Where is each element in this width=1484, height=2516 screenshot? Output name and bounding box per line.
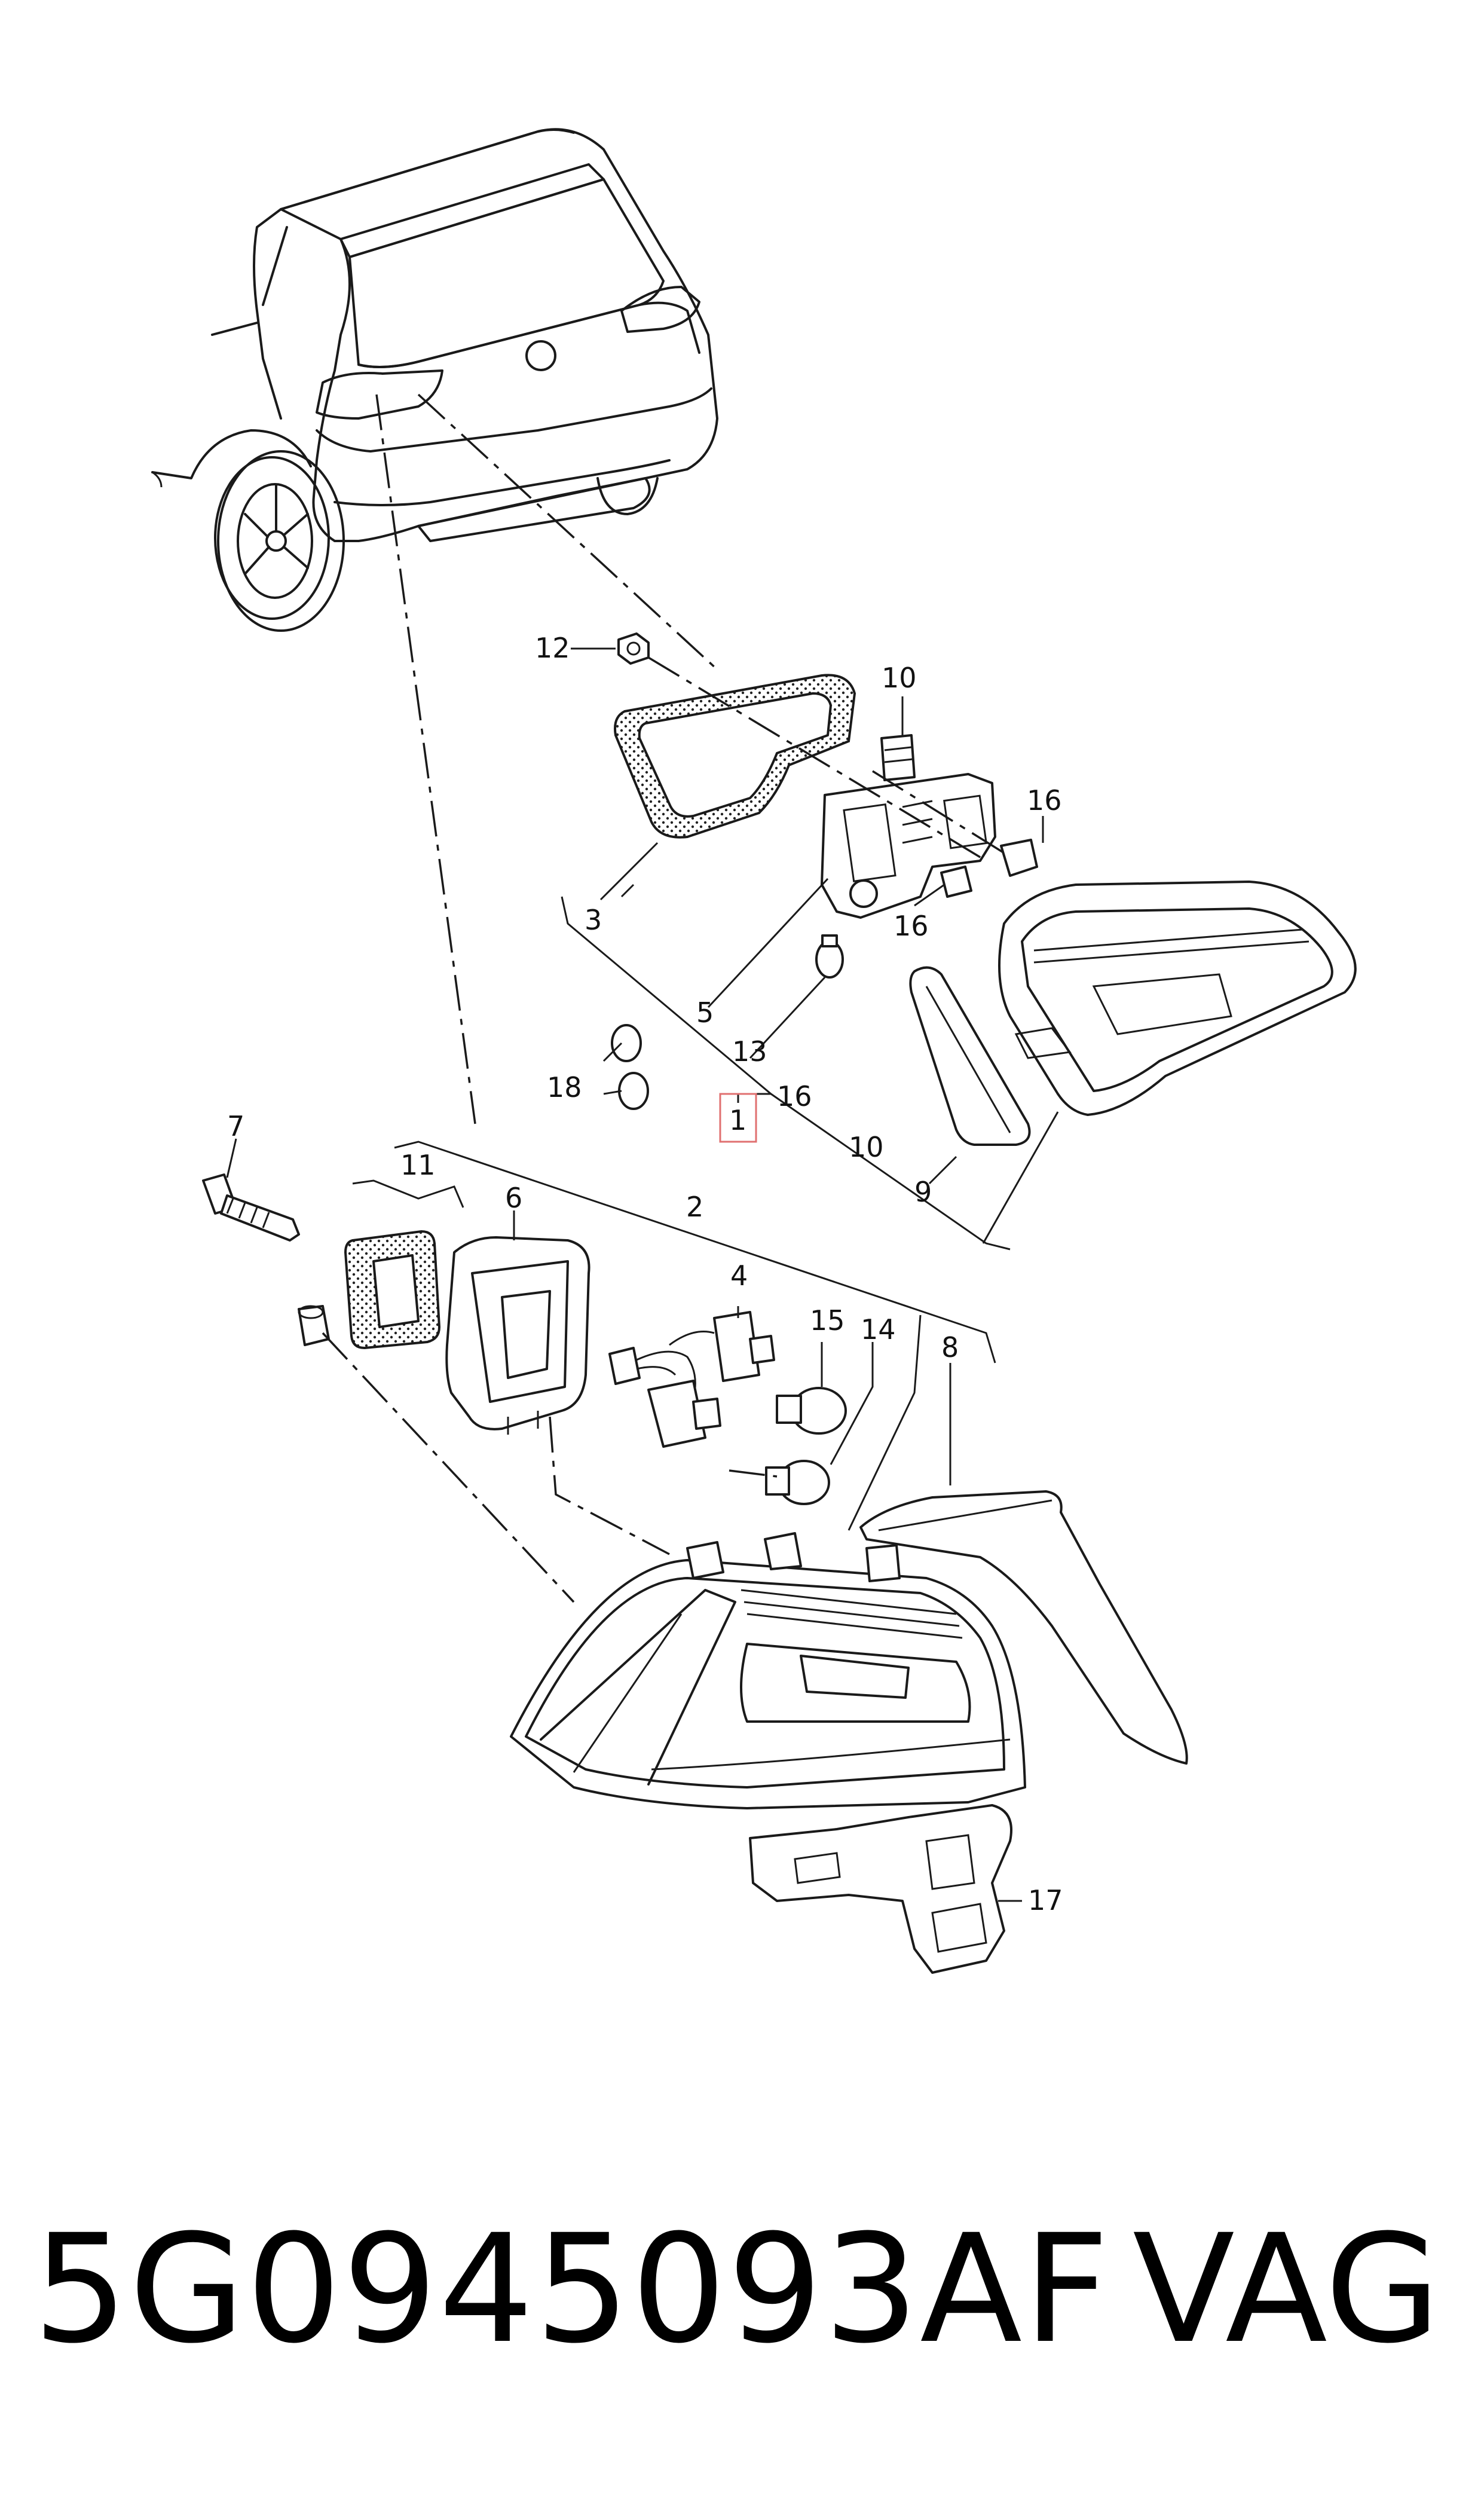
callout-12: 12 bbox=[535, 632, 570, 664]
part-13-bulb bbox=[815, 934, 844, 979]
grommet bbox=[298, 1305, 330, 1346]
callout-11: 11 bbox=[400, 1149, 436, 1181]
car-rear-view bbox=[151, 128, 718, 632]
callout-3: 3 bbox=[585, 904, 602, 936]
callout-10-top: 10 bbox=[882, 662, 917, 694]
callout-2: 2 bbox=[686, 1191, 703, 1223]
part-18-caps bbox=[611, 1024, 649, 1110]
callout-4: 4 bbox=[730, 1259, 748, 1292]
part-6-seal-frame bbox=[445, 1236, 590, 1435]
brand-name: VAG bbox=[1133, 2202, 1441, 2376]
callout-13: 13 bbox=[732, 1035, 767, 1068]
callout-18: 18 bbox=[547, 1071, 582, 1103]
exploded-parts-diagram: 1 2 3 4 5 6 7 8 9 10 10 11 12 13 14 15 1… bbox=[151, 128, 1357, 1974]
part-number: 5G0945093AF bbox=[33, 2202, 1111, 2376]
callout-16-top: 16 bbox=[1027, 784, 1062, 817]
callout-5: 5 bbox=[696, 996, 714, 1029]
callout-14: 14 bbox=[861, 1313, 896, 1346]
part-9-reflector bbox=[909, 966, 1031, 1146]
leader-lines bbox=[226, 647, 1044, 1902]
callout-10-bottom: 10 bbox=[849, 1131, 884, 1163]
construction-lines bbox=[322, 393, 1008, 1603]
part-12-nut bbox=[617, 632, 650, 665]
part-17-bracket bbox=[749, 1804, 1012, 1974]
left-wheel bbox=[214, 450, 345, 632]
part-16-bulbs bbox=[940, 839, 1038, 898]
caption: 5G0945093AF VAG bbox=[33, 2200, 1455, 2379]
callout-1-highlight bbox=[719, 1093, 757, 1143]
callout-17: 17 bbox=[1028, 1884, 1063, 1916]
part-8-outer-trim bbox=[859, 1490, 1188, 1765]
part-7-screw bbox=[202, 1173, 300, 1242]
part-4-wiring-sockets bbox=[608, 1311, 775, 1448]
part-11-gasket bbox=[344, 1230, 441, 1350]
callout-1: 1 bbox=[729, 1104, 746, 1136]
part-15-bulb bbox=[776, 1387, 847, 1435]
callout-7: 7 bbox=[227, 1110, 244, 1142]
callout-8: 8 bbox=[941, 1331, 959, 1364]
main-tail-lamp bbox=[510, 1532, 1026, 1809]
callout-15: 15 bbox=[810, 1304, 845, 1337]
part-3-gasket bbox=[614, 674, 856, 839]
callout-labels: 1 2 3 4 5 6 7 8 9 10 10 11 12 13 14 15 1… bbox=[227, 632, 1063, 1916]
callout-9: 9 bbox=[914, 1176, 932, 1208]
inner-tail-lamp bbox=[998, 881, 1357, 1116]
part-10-bulb-holder-top bbox=[880, 734, 916, 781]
callout-6: 6 bbox=[505, 1182, 522, 1214]
part-5-bulb-carrier bbox=[821, 773, 996, 919]
part-14-bulb bbox=[765, 1460, 830, 1505]
callout-16-mid: 16 bbox=[894, 910, 929, 942]
callout-16-group: 16 bbox=[777, 1080, 812, 1112]
